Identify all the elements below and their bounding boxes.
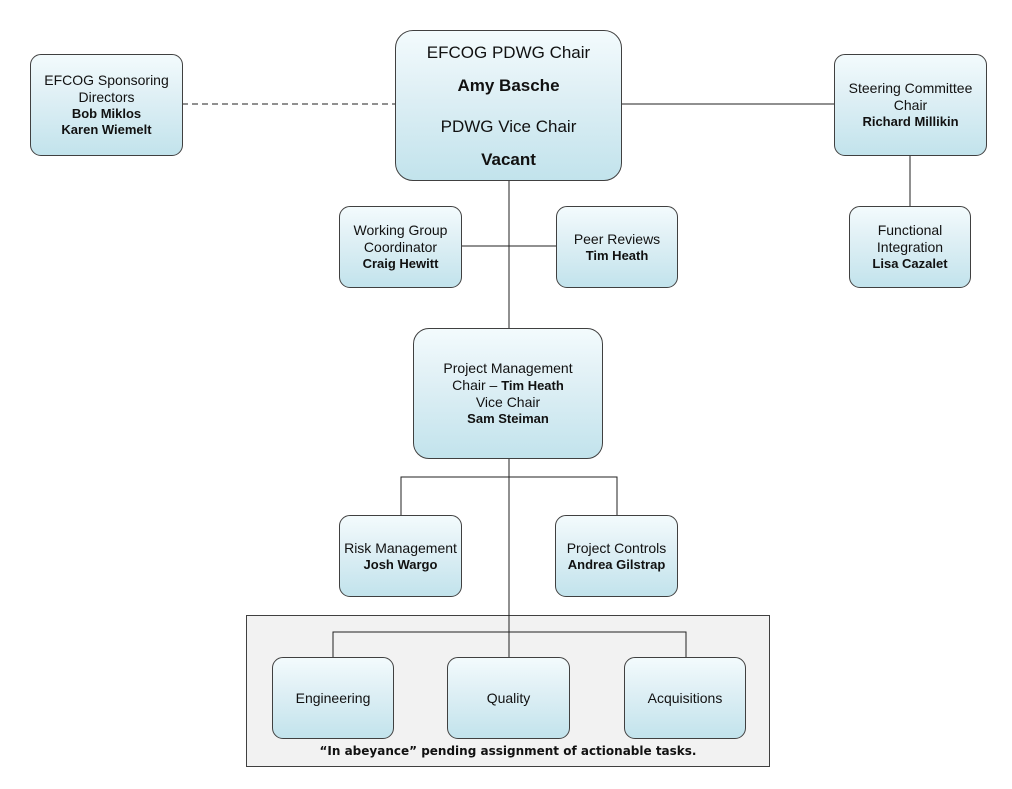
pm-chair-name: Tim Heath xyxy=(501,378,564,393)
controls-name: Andrea Gilstrap xyxy=(567,556,666,572)
peer-title: Peer Reviews xyxy=(573,230,661,247)
chair-name: Amy Basche xyxy=(457,75,560,95)
connector-abeyance-branches xyxy=(332,631,687,658)
pm-vice-name: Sam Steiman xyxy=(467,411,549,426)
quality-label: Quality xyxy=(486,689,531,706)
pm-title: Project Management xyxy=(443,360,573,376)
abeyance-note: “In abeyance” pending assignment of acti… xyxy=(319,744,697,758)
coordinator-title: Working Group Coordinator xyxy=(353,222,448,255)
risk-name: Josh Wargo xyxy=(363,556,438,572)
steering-name: Richard Millikin xyxy=(862,114,959,129)
steering-title: Steering Committee Chair xyxy=(848,80,973,113)
functional-name: Lisa Cazalet xyxy=(872,256,948,271)
pm-vice-title: Vice Chair xyxy=(475,394,541,410)
pdwg-chair-box: EFCOG PDWG Chair Amy Basche PDWG Vice Ch… xyxy=(395,30,622,181)
pm-chair-line: Chair – Tim Heath xyxy=(452,377,564,394)
sponsoring-directors-box: EFCOG Sponsoring Directors Bob Miklos Ka… xyxy=(30,54,183,156)
quality-box: Quality xyxy=(447,657,570,739)
peer-reviews-box: Peer Reviews Tim Heath xyxy=(556,206,678,288)
chair-title: EFCOG PDWG Chair xyxy=(426,42,591,62)
engineering-label: Engineering xyxy=(295,689,371,706)
acquisitions-label: Acquisitions xyxy=(647,689,723,706)
acquisitions-box: Acquisitions xyxy=(624,657,746,739)
connector-pm-branches xyxy=(400,476,618,516)
vice-chair-name: Vacant xyxy=(481,149,536,169)
sponsoring-title: EFCOG Sponsoring Directors xyxy=(44,72,169,105)
sponsor-name-1: Bob Miklos xyxy=(71,106,142,121)
functional-integration-box: Functional Integration Lisa Cazalet xyxy=(849,206,971,288)
peer-name: Tim Heath xyxy=(585,247,649,263)
coordinator-name: Craig Hewitt xyxy=(362,256,439,271)
controls-title: Project Controls xyxy=(566,539,667,556)
risk-title: Risk Management xyxy=(344,539,457,556)
working-group-coordinator-box: Working Group Coordinator Craig Hewitt xyxy=(339,206,462,288)
engineering-box: Engineering xyxy=(272,657,394,739)
project-management-box: Project Management Chair – Tim Heath Vic… xyxy=(413,328,603,459)
sponsor-name-2: Karen Wiemelt xyxy=(61,122,152,137)
risk-management-box: Risk Management Josh Wargo xyxy=(339,515,462,597)
vice-chair-title: PDWG Vice Chair xyxy=(440,116,577,136)
pm-chair-prefix: Chair – xyxy=(452,377,502,393)
steering-committee-box: Steering Committee Chair Richard Milliki… xyxy=(834,54,987,156)
project-controls-box: Project Controls Andrea Gilstrap xyxy=(555,515,678,597)
functional-title: Functional Integration xyxy=(876,222,944,255)
